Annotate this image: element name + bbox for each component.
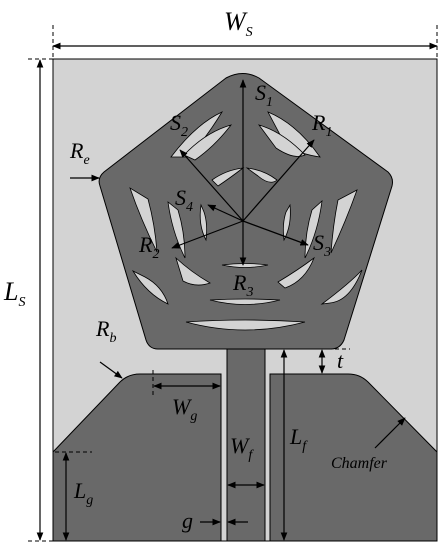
r2-label: R2 (138, 232, 159, 262)
r3-label: R3 (232, 270, 253, 300)
ground-plane-left (52, 373, 222, 542)
outer-slots (129, 111, 363, 305)
wg-label: Wg (172, 394, 197, 424)
wf-label: Wf (230, 433, 254, 463)
r1-label: R1 (311, 110, 332, 140)
lf-label: Lf (289, 424, 308, 454)
rb-label: Rb (95, 316, 116, 346)
radius-arrows (171, 79, 315, 266)
ground-plane-right (269, 373, 438, 542)
s3-label: S3 (313, 230, 331, 260)
rb-pointer (99, 361, 123, 379)
inner-slots (185, 167, 306, 331)
chamfer-label: Chamfer (331, 455, 388, 472)
s4-label: S4 (175, 185, 193, 215)
middle-slots (167, 124, 323, 305)
ls-label: LS (3, 277, 25, 310)
t-label: t (337, 348, 344, 373)
re-label: Re (69, 138, 90, 168)
ws-label: WS (224, 7, 253, 40)
lg-label: Lg (73, 478, 93, 508)
pentagon-patch (98, 73, 393, 350)
s1-label: S1 (255, 80, 273, 110)
chamfer-pointer (374, 417, 406, 449)
g-label: g (182, 508, 193, 533)
s2-label: S2 (170, 110, 188, 140)
